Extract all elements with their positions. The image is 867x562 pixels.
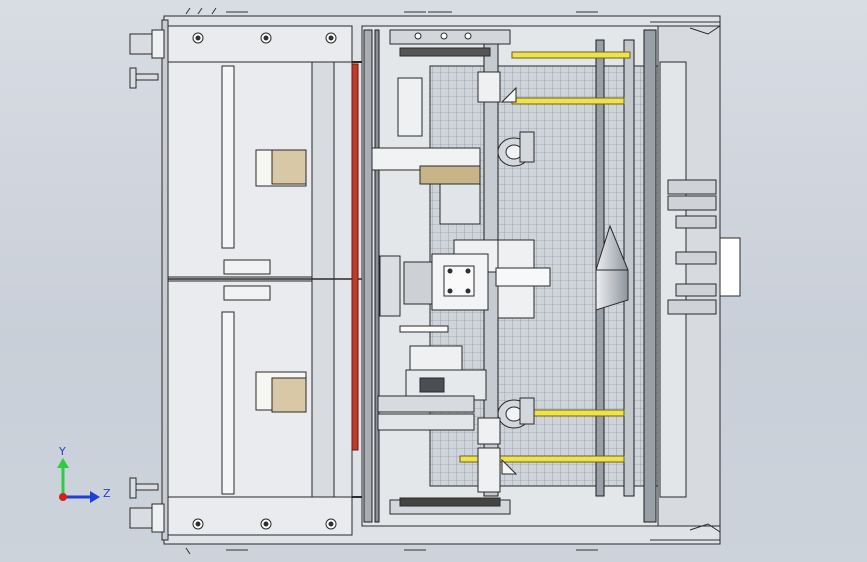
upper-housing [397,77,423,137]
top-bearing [497,131,535,167]
right-clamps [667,179,717,315]
corner-brackets [477,71,518,493]
bottom-conveyor [389,497,511,515]
tan-block [419,165,481,185]
top-conveyor [389,29,511,57]
caster-wheels [129,29,165,533]
z-axis-label: Z [103,487,111,500]
hinge-lower [223,285,271,301]
lower-gripper [377,325,487,431]
coordinate-triad: Y Z [57,445,111,503]
red-seal-strip [351,63,359,451]
top-clips [185,7,720,555]
upper-handle-bar [221,65,235,249]
bottom-bearing [497,397,535,429]
x-axis-dot [59,493,67,501]
central-gripper [379,239,551,319]
z-axis-arrow [90,491,100,503]
machine-model [129,7,741,555]
lower-handle-bar [221,311,235,495]
mounting-screws [192,32,337,530]
right-corner-bottom [689,523,721,533]
y-axis-arrow [57,458,69,468]
hinge-upper [223,259,271,275]
hopper-cone [595,224,629,311]
right-tab [719,237,741,297]
right-corner-top [689,25,721,35]
left-door-panel [165,25,353,536]
y-axis-label: Y [58,445,66,458]
